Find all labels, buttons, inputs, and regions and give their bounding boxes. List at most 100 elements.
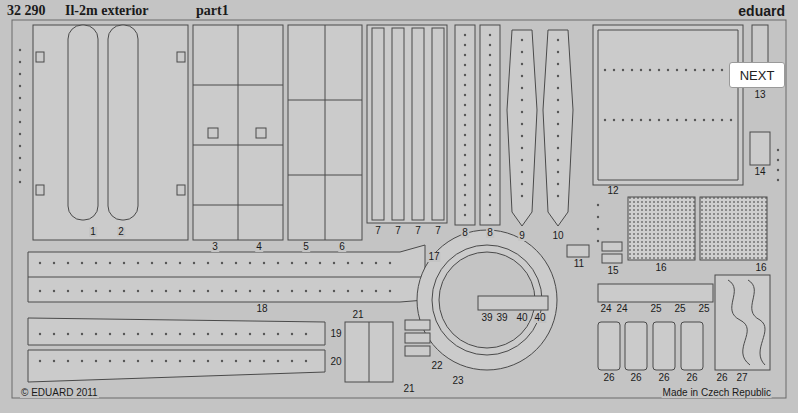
- origin-note: Made in Czech Republic: [662, 388, 772, 398]
- rivet-dot: [19, 73, 21, 75]
- callout-number: 26: [602, 373, 615, 383]
- rivet-dot: [604, 119, 606, 121]
- rivet-dot: [489, 154, 491, 156]
- rivet-dot: [19, 61, 21, 63]
- rivet-dot: [489, 194, 491, 196]
- rivet-dot: [109, 290, 111, 292]
- rivet-dot: [521, 99, 523, 101]
- callout-number: 25: [697, 304, 710, 314]
- rivet-dot: [333, 262, 335, 264]
- rivet-dot: [67, 333, 69, 335]
- rivet-dot: [361, 290, 363, 292]
- rivet-dot: [81, 262, 83, 264]
- rivet-dot: [631, 69, 633, 71]
- callout-number: 17: [427, 252, 440, 262]
- rivet-dot: [123, 262, 125, 264]
- rivet-dot: [263, 290, 265, 292]
- rivet-dot: [489, 34, 491, 36]
- rivet-dot: [249, 333, 251, 335]
- rivet-dot: [721, 69, 723, 71]
- rivet-dot: [521, 183, 523, 185]
- rivet-dot: [165, 333, 167, 335]
- rivet-dot: [347, 290, 349, 292]
- rivet-dot: [694, 69, 696, 71]
- rivet-dot: [777, 169, 779, 171]
- rivet-dot: [597, 216, 599, 218]
- rivet-dot: [557, 171, 559, 173]
- rivet-dot: [557, 135, 559, 137]
- rivet-dot: [557, 159, 559, 161]
- rivet-dot: [291, 290, 293, 292]
- rivet-dot: [19, 49, 21, 51]
- callout-number: 7: [434, 226, 442, 236]
- rivet-dot: [137, 262, 139, 264]
- rivet-dot: [557, 195, 559, 197]
- rivet-dot: [95, 360, 97, 362]
- rivet-dot: [489, 74, 491, 76]
- rivet-dot: [489, 184, 491, 186]
- rivet-dot: [667, 69, 669, 71]
- rivet-dot: [19, 121, 21, 123]
- rivet-dot: [640, 69, 642, 71]
- callout-number: 24: [615, 304, 628, 314]
- rivet-dot: [221, 333, 223, 335]
- rivet-dot: [557, 183, 559, 185]
- rivet-dot: [165, 262, 167, 264]
- rivet-dot: [179, 360, 181, 362]
- rivet-dot: [193, 262, 195, 264]
- rivet-dot: [221, 262, 223, 264]
- callout-number: 26: [657, 373, 670, 383]
- callout-number: 16: [754, 263, 767, 273]
- rivet-dot: [207, 290, 209, 292]
- rivet-dot: [464, 124, 466, 126]
- rivet-dot: [95, 262, 97, 264]
- rivet-dot: [39, 333, 41, 335]
- rivet-dot: [464, 74, 466, 76]
- rivet-dot: [137, 333, 139, 335]
- rivet-dot: [464, 64, 466, 66]
- rivet-dot: [557, 39, 559, 41]
- rivet-dot: [464, 114, 466, 116]
- rivet-dot: [277, 333, 279, 335]
- callout-number: 24: [599, 304, 612, 314]
- rivet-dot: [464, 34, 466, 36]
- rivet-dot: [640, 119, 642, 121]
- rivet-dot: [123, 290, 125, 292]
- rivet-dot: [464, 184, 466, 186]
- rivet-dot: [521, 171, 523, 173]
- rivet-dot: [19, 181, 21, 183]
- rivet-dot: [521, 87, 523, 89]
- rivet-dot: [489, 144, 491, 146]
- callout-number: 7: [374, 226, 382, 236]
- rivet-dot: [193, 290, 195, 292]
- rivet-dot: [557, 123, 559, 125]
- rivet-dot: [81, 333, 83, 335]
- rivet-dot: [249, 290, 251, 292]
- rivet-dot: [676, 119, 678, 121]
- rivet-dot: [249, 360, 251, 362]
- rivet-dot: [489, 214, 491, 216]
- rivet-dot: [489, 124, 491, 126]
- callout-number: 13: [753, 90, 766, 100]
- rivet-dot: [489, 84, 491, 86]
- callout-number: 40: [515, 313, 528, 323]
- callout-number: 21: [351, 310, 364, 320]
- callout-number: 25: [649, 304, 662, 314]
- rivet-dot: [712, 69, 714, 71]
- rivet-dot: [521, 135, 523, 137]
- rivet-dot: [151, 333, 153, 335]
- rivet-dot: [305, 333, 307, 335]
- rivet-dot: [305, 262, 307, 264]
- rivet-dot: [19, 85, 21, 87]
- rivet-dot: [109, 333, 111, 335]
- rivet-dot: [53, 262, 55, 264]
- rivet-dot: [777, 149, 779, 151]
- rivet-dot: [489, 204, 491, 206]
- callout-number: 19: [329, 329, 342, 339]
- rivet-dot: [235, 290, 237, 292]
- rivet-dot: [464, 44, 466, 46]
- rivet-dot: [263, 360, 265, 362]
- rivet-dot: [249, 262, 251, 264]
- rivet-dot: [464, 94, 466, 96]
- rivet-dot: [277, 360, 279, 362]
